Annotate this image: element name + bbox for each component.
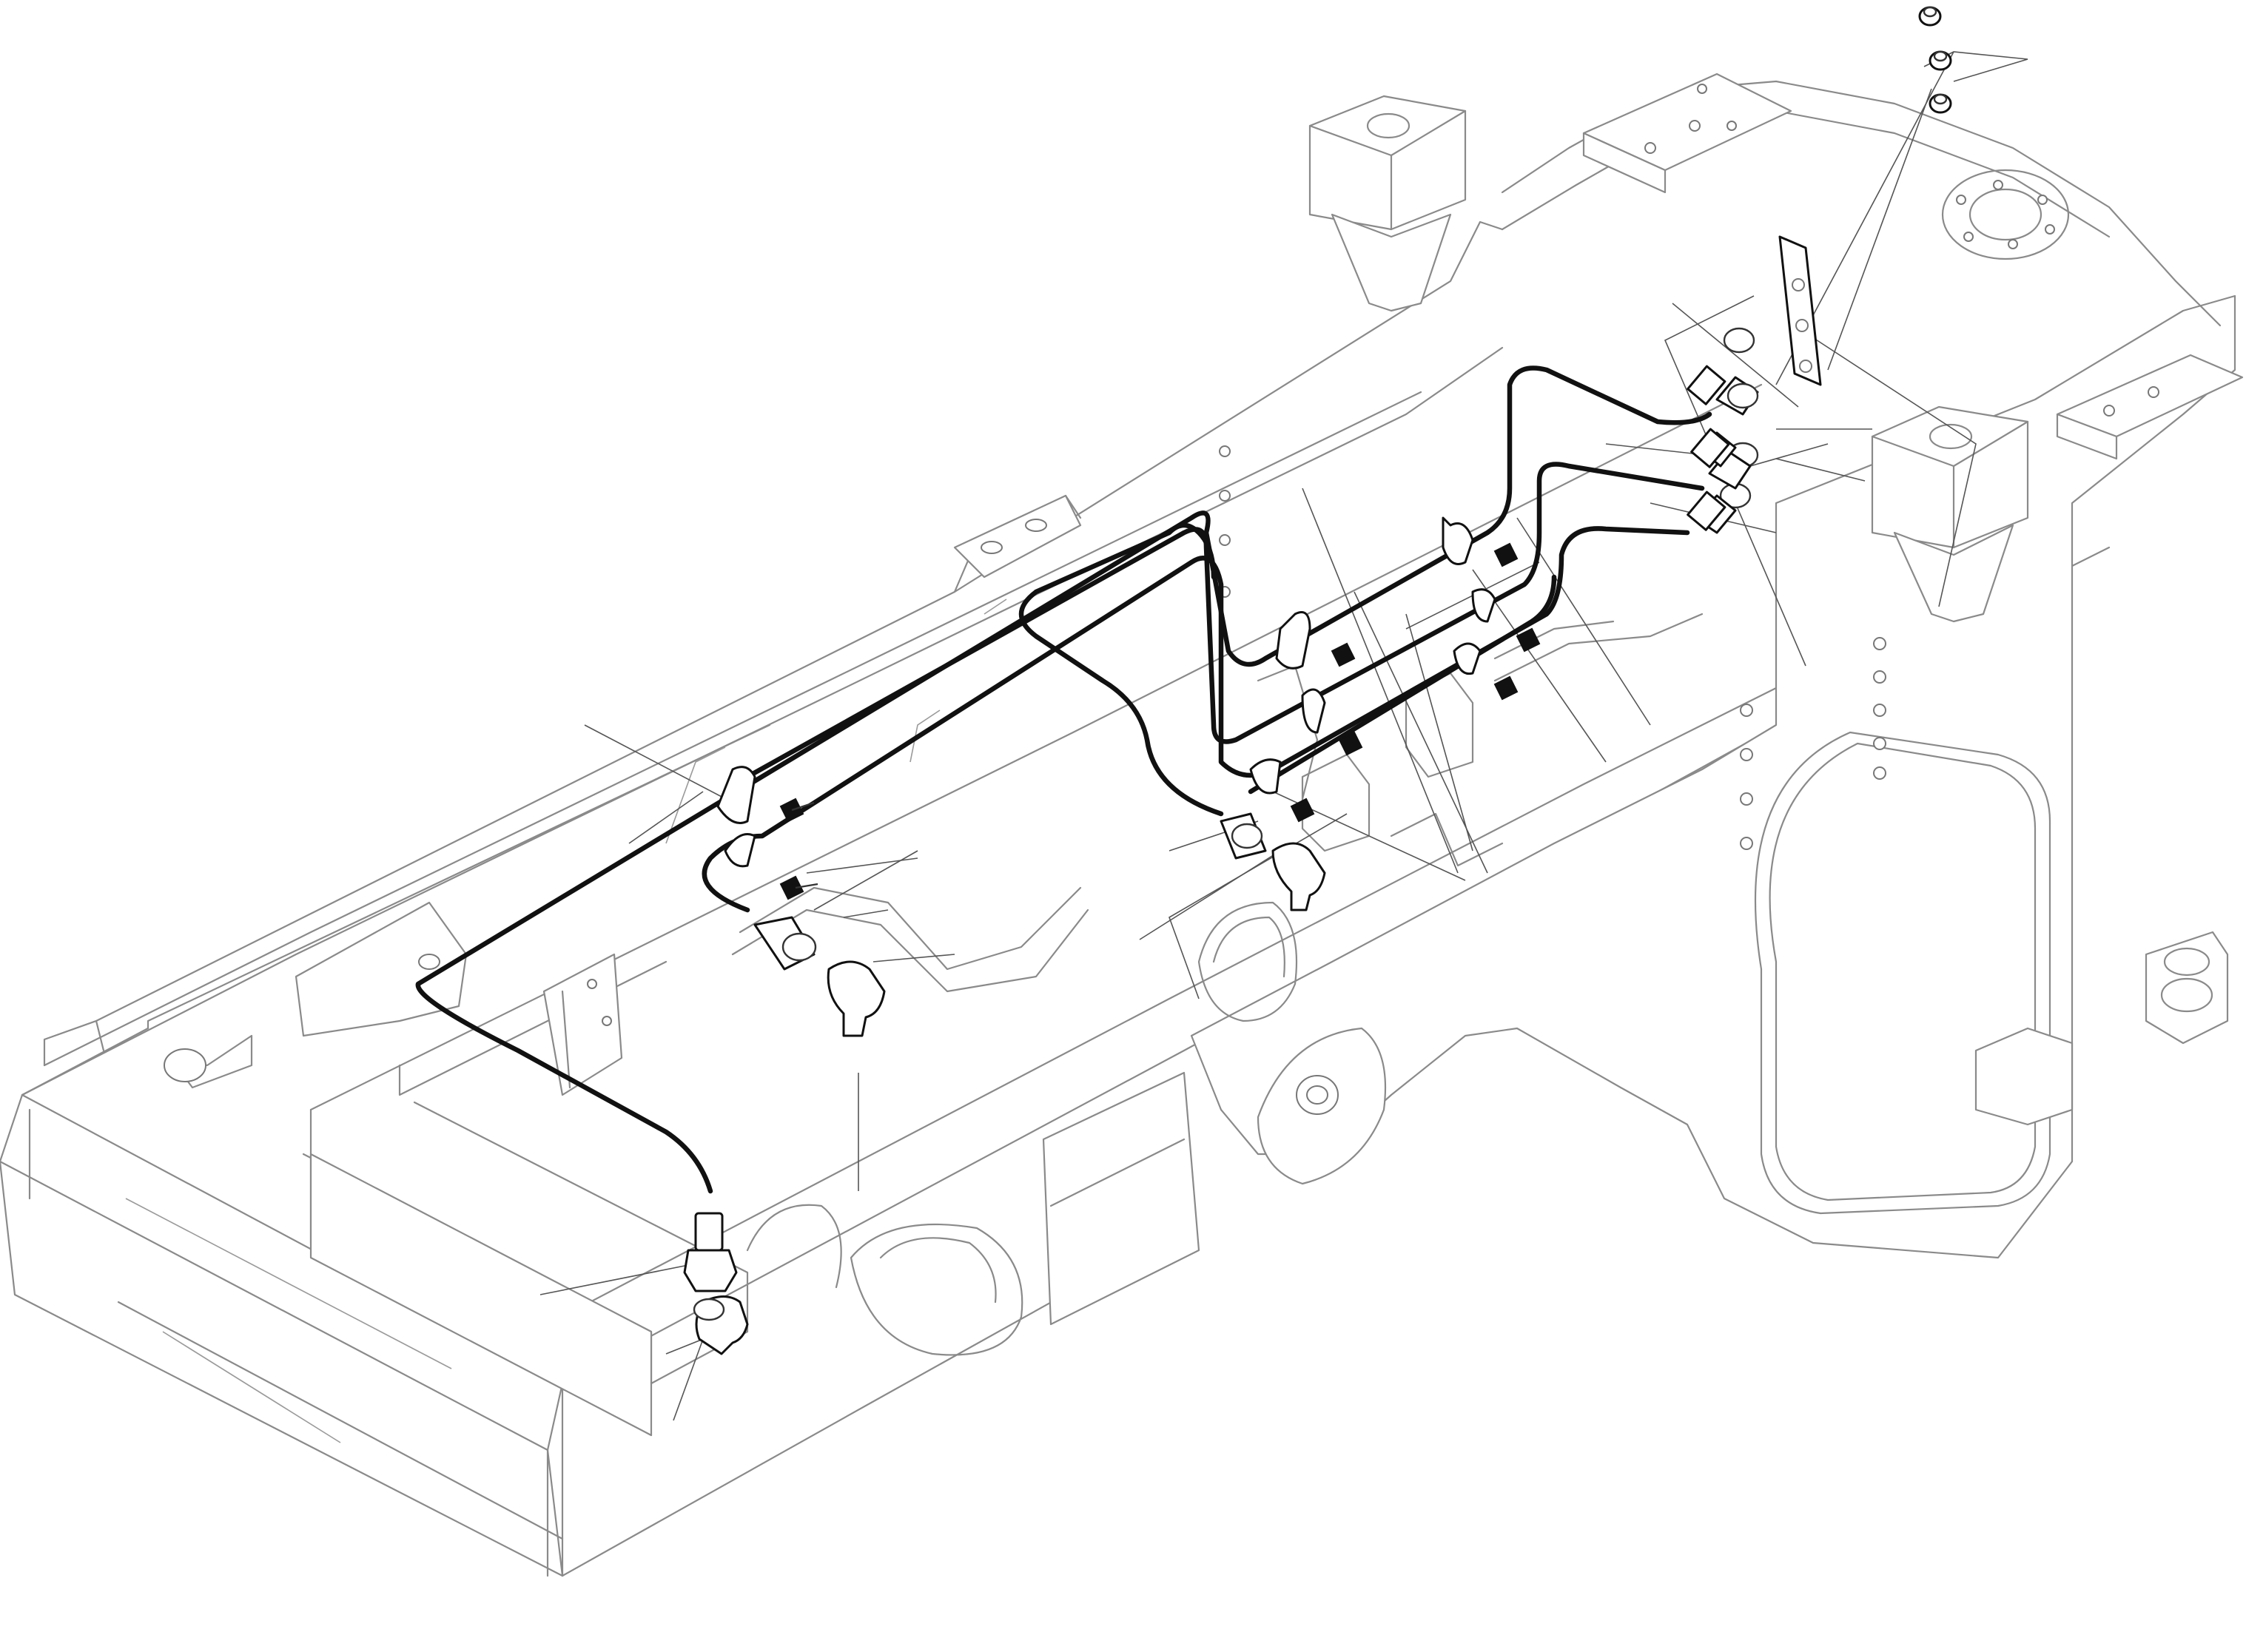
front-box [309,1153,653,1437]
lower-weight [1042,1071,1200,1326]
fittings-group [683,6,1952,1355]
rail-lug-1 [953,494,1082,579]
right-bracket [1974,1027,2074,1126]
grease-lines [415,365,1712,1194]
straight-adapter [753,812,1267,971]
grease-line-4 [1018,522,1224,817]
tower-post-left [1308,95,1467,231]
grease-line-1 [415,365,1712,1194]
straight-adapter [683,1212,738,1321]
front-plate [0,1160,564,1577]
tube-nut [1687,365,1730,531]
tower-post-right [1871,405,2029,549]
rear-body-holes [1740,637,1886,850]
front-gusset [295,901,468,1037]
clamp-bolt [779,542,1541,900]
right-pivot-mount [2145,931,2229,1045]
mid-box [542,953,623,1096]
machine-main-frame [0,73,2244,1577]
grease-nipple [1918,6,1952,114]
grease-line-5 [1248,574,1557,795]
lower-wheel [850,1224,1023,1356]
spacer-block-1 [1301,753,1371,852]
swing-bearing-ring [1941,169,2070,260]
pipe-clamp [716,516,1496,868]
fitting-bracket [1778,235,1822,386]
grease-line-3 [702,526,1690,913]
rear-body-window [1754,731,2051,1215]
